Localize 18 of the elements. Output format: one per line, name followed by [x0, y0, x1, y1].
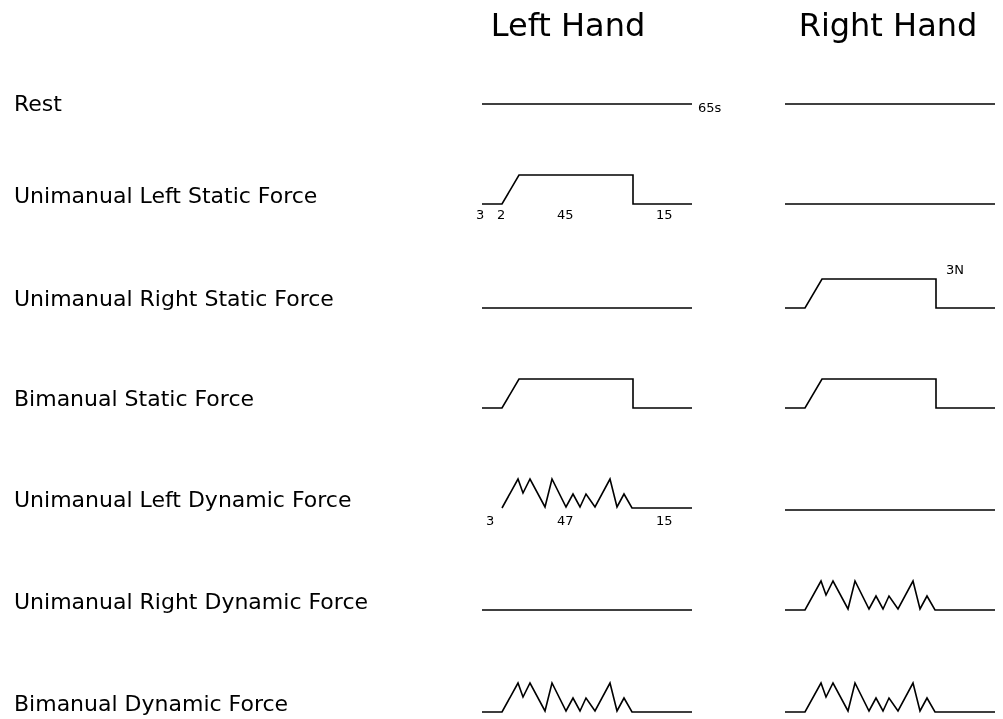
duration-label: 2 — [497, 207, 506, 223]
condition-label: Unimanual Left Dynamic Force — [14, 487, 352, 513]
condition-label: Bimanual Dynamic Force — [14, 691, 289, 717]
condition-label: Bimanual Static Force — [14, 386, 254, 412]
duration-label: 65s — [698, 100, 722, 116]
column-heading: Right Hand — [798, 8, 978, 44]
condition-label: Unimanual Right Dynamic Force — [14, 589, 368, 615]
duration-label: 3 — [476, 207, 485, 223]
condition-label: Unimanual Left Static Force — [14, 183, 318, 209]
duration-label: 45 — [557, 207, 574, 223]
condition-label: Unimanual Right Static Force — [14, 286, 334, 312]
duration-label: 3 — [486, 513, 495, 529]
condition-label: Rest — [14, 91, 62, 117]
duration-label: 15 — [656, 207, 673, 223]
force-label: 3N — [946, 262, 964, 278]
duration-label: 15 — [656, 513, 673, 529]
duration-label: 47 — [557, 513, 574, 529]
column-heading: Left Hand — [490, 8, 646, 44]
